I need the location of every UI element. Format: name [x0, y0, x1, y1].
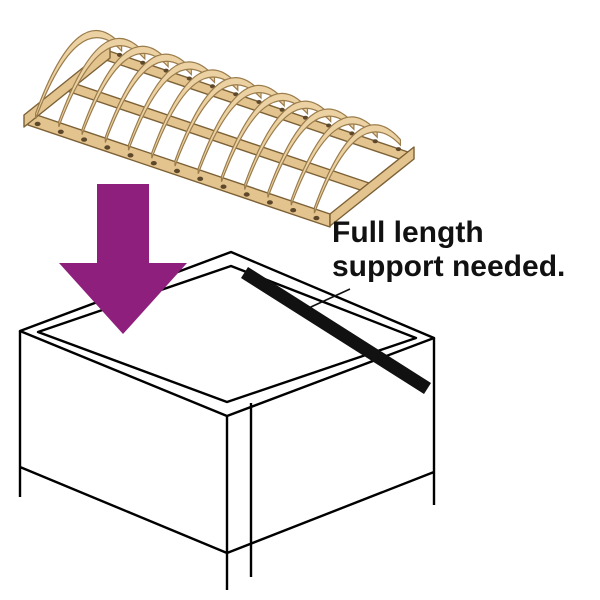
slat-holder: [256, 100, 262, 104]
bed-slat: [313, 124, 401, 214]
slat-holder: [197, 176, 204, 181]
slat-holder: [57, 129, 64, 134]
annotation-line1: Full length: [332, 216, 484, 249]
annotation-line2: support needed.: [332, 250, 565, 283]
slat-holder: [186, 76, 192, 81]
slat-holder: [150, 161, 157, 166]
support-beam: [241, 267, 431, 394]
slats-group: [34, 29, 401, 221]
slat-holder: [290, 208, 297, 213]
slatted-bed-base: [23, 29, 415, 228]
slat-holder: [326, 123, 332, 128]
slat-holder: [34, 121, 41, 127]
slat-holder: [243, 192, 250, 197]
slat-holder: [174, 168, 180, 174]
annotation-pointer-line: [299, 288, 351, 313]
slat-holder: [220, 184, 227, 189]
slat-holder: [127, 153, 134, 158]
slat-holder: [395, 147, 401, 152]
slat-holder: [104, 145, 111, 150]
slat-holder: [266, 200, 273, 205]
slat-holder: [313, 215, 320, 221]
slat-holder: [209, 84, 216, 89]
slat-holder: [372, 139, 378, 144]
slat-holder: [349, 131, 355, 136]
slat-holder: [140, 60, 146, 65]
right-end-rail: [329, 146, 415, 227]
slat-holder: [117, 52, 123, 57]
down-arrow-icon: [59, 184, 187, 334]
slat-holder: [81, 137, 88, 142]
slat-holder: [279, 107, 285, 112]
frame-edges: [18, 331, 436, 590]
bed-frame-box: [18, 250, 436, 590]
